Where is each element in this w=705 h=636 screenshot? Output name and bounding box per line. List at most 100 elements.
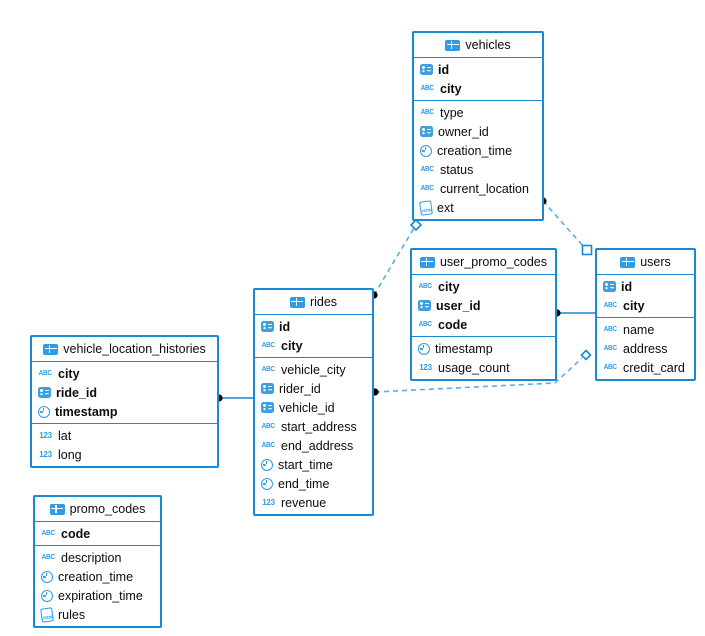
field-row[interactable]: city (414, 79, 542, 98)
field-row[interactable]: code (412, 315, 555, 334)
relation-rides-vehicles[interactable] (370, 218, 423, 299)
field-name: rules (58, 607, 86, 622)
table-rides[interactable]: rides id city vehicle_city rider_id (253, 288, 374, 516)
field-row[interactable]: id (255, 317, 372, 336)
field-row[interactable]: type (414, 103, 542, 122)
field-row[interactable]: start_address (255, 417, 372, 436)
table-icon (620, 256, 636, 268)
field-name: owner_id (438, 124, 489, 139)
field-row[interactable]: long (32, 445, 217, 464)
field-row[interactable]: ride_id (32, 383, 217, 402)
table-header[interactable]: users (597, 250, 694, 275)
json-doc-icon (419, 199, 433, 216)
field-row[interactable]: vehicle_id (255, 398, 372, 417)
table-header[interactable]: promo_codes (35, 497, 160, 522)
table-title: users (640, 255, 671, 269)
field-row[interactable]: credit_card (597, 358, 694, 377)
field-row[interactable]: timestamp (412, 339, 555, 358)
field-row[interactable]: creation_time (35, 567, 160, 586)
abc-text-icon (603, 361, 618, 374)
field-name: vehicle_id (279, 400, 335, 415)
field-row[interactable]: lat (32, 426, 217, 445)
field-row[interactable]: end_address (255, 436, 372, 455)
table-header[interactable]: vehicle_location_histories (32, 337, 217, 362)
field-name: end_time (278, 476, 330, 491)
field-name: code (61, 526, 91, 541)
field-name: vehicle_city (281, 362, 346, 377)
field-row[interactable]: city (255, 336, 372, 355)
id-card-icon (420, 64, 433, 75)
field-row[interactable]: status (414, 160, 542, 179)
table-user_promo_codes[interactable]: user_promo_codes city user_id code times… (410, 248, 557, 381)
number-123-icon (261, 496, 276, 509)
field-row[interactable]: rider_id (255, 379, 372, 398)
table-header[interactable]: rides (255, 290, 372, 315)
table-users[interactable]: users id city name address credi (595, 248, 696, 381)
key-fields-section: id city (597, 275, 694, 318)
key-fields-section: id city (255, 315, 372, 358)
table-promo_codes[interactable]: promo_codes code description creation_ti… (33, 495, 162, 628)
field-row[interactable]: ext (414, 198, 542, 217)
table-title: promo_codes (69, 502, 146, 516)
relation-vehicles-users[interactable] (539, 197, 593, 256)
field-name: description (61, 550, 122, 565)
field-row[interactable]: start_time (255, 455, 372, 474)
field-name: city (58, 366, 80, 381)
field-name: code (438, 317, 468, 332)
field-row[interactable]: creation_time (414, 141, 542, 160)
field-row[interactable]: timestamp (32, 402, 217, 421)
abc-text-icon (603, 299, 618, 312)
field-row[interactable]: revenue (255, 493, 372, 512)
clock-icon (41, 589, 53, 602)
fields-section: vehicle_city rider_id vehicle_id start_a… (255, 358, 372, 514)
field-name: user_id (436, 298, 481, 313)
field-row[interactable]: end_time (255, 474, 372, 493)
field-row[interactable]: user_id (412, 296, 555, 315)
field-name: start_address (281, 419, 357, 434)
field-row[interactable]: current_location (414, 179, 542, 198)
field-row[interactable]: city (597, 296, 694, 315)
field-row[interactable]: address (597, 339, 694, 358)
field-row[interactable]: vehicle_city (255, 360, 372, 379)
relation-user_promo_codes-users[interactable] (553, 309, 595, 317)
field-row[interactable]: description (35, 548, 160, 567)
key-fields-section: city user_id code (412, 275, 555, 337)
table-icon (445, 39, 461, 51)
abc-text-icon (420, 182, 435, 195)
clock-icon (41, 570, 53, 583)
relation-vehicle_location_histories-rides[interactable] (215, 394, 253, 402)
field-name: expiration_time (58, 588, 143, 603)
field-name: long (58, 447, 82, 462)
field-row[interactable]: id (414, 60, 542, 79)
abc-text-icon (261, 439, 276, 452)
field-name: ext (437, 200, 454, 215)
field-row[interactable]: city (412, 277, 555, 296)
fields-section: timestamp usage_count (412, 337, 555, 379)
table-header[interactable]: user_promo_codes (412, 250, 555, 275)
field-row[interactable]: city (32, 364, 217, 383)
field-row[interactable]: name (597, 320, 694, 339)
field-row[interactable]: expiration_time (35, 586, 160, 605)
field-name: id (279, 319, 291, 334)
table-header[interactable]: vehicles (414, 33, 542, 58)
field-name: timestamp (435, 341, 493, 356)
fields-section: lat long (32, 424, 217, 466)
field-row[interactable]: owner_id (414, 122, 542, 141)
field-name: creation_time (58, 569, 134, 584)
field-name: status (440, 162, 474, 177)
field-row[interactable]: rules (35, 605, 160, 624)
key-fields-section: city ride_id timestamp (32, 362, 217, 424)
id-card-icon (418, 300, 431, 311)
field-row[interactable]: code (35, 524, 160, 543)
table-vehicle_location_histories[interactable]: vehicle_location_histories city ride_id … (30, 335, 219, 468)
id-card-icon (261, 402, 274, 413)
id-card-icon (261, 321, 274, 332)
table-vehicles[interactable]: vehicles id city type owner_id c (412, 31, 544, 221)
field-row[interactable]: usage_count (412, 358, 555, 377)
abc-text-icon (41, 527, 56, 540)
clock-icon (261, 477, 273, 490)
field-name: type (440, 105, 464, 120)
fields-section: description creation_time expiration_tim… (35, 546, 160, 626)
field-row[interactable]: id (597, 277, 694, 296)
